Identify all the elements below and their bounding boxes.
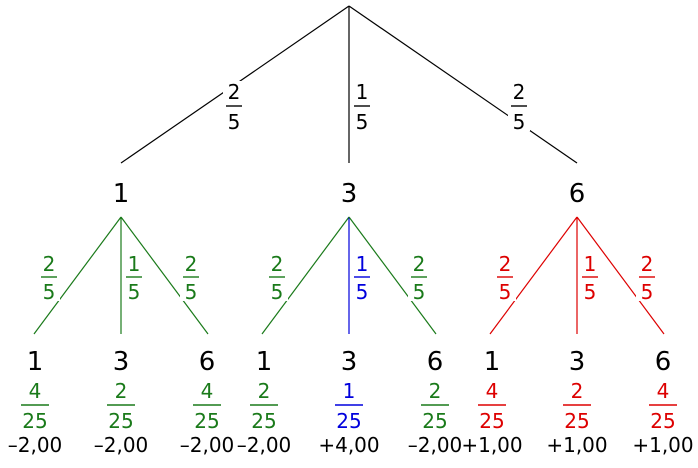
group3-branch-line-1 — [489, 216, 578, 335]
group1-leaf-value-3: 6 — [199, 347, 216, 377]
group2-branch-prob-1-denominator: 5 — [271, 280, 284, 304]
group2-branch-prob-3-denominator: 5 — [413, 280, 426, 304]
group3-leaf-value-1: 1 — [484, 347, 501, 377]
group3-branch-prob-2-numerator: 1 — [584, 252, 597, 276]
group2-branch-line-1 — [261, 216, 350, 335]
group2-leaf-result-2: +4,00 — [318, 433, 379, 457]
group2-leaf-prob-1-denominator: 25 — [251, 409, 276, 433]
group1-leaf-result-3: –2,00 — [180, 433, 235, 457]
group1-leaf-prob-2-denominator: 25 — [108, 409, 133, 433]
root-branch-prob-2-denominator: 5 — [356, 110, 369, 134]
group3-leaf-prob-2-denominator: 25 — [564, 409, 589, 433]
group3-leaf-value-3: 6 — [655, 347, 672, 377]
group1-branch-prob-3-denominator: 5 — [185, 280, 198, 304]
group3-leaf-prob-1-denominator: 25 — [479, 409, 504, 433]
group2-branch-prob-2-numerator: 1 — [356, 252, 369, 276]
group1-branch-prob-2-denominator: 5 — [128, 280, 141, 304]
group2-leaf-result-1: –2,00 — [237, 433, 292, 457]
group2-branch-prob-3-numerator: 2 — [413, 252, 426, 276]
group1-leaf-value-2: 3 — [113, 347, 130, 377]
group2-leaf-result-3: –2,00 — [408, 433, 463, 457]
group3-leaf-result-2: +1,00 — [546, 433, 607, 457]
group1-leaf-prob-1-denominator: 25 — [22, 409, 47, 433]
group1-branch-prob-3-numerator: 2 — [185, 252, 198, 276]
group1-leaf-result-1: –2,00 — [8, 433, 63, 457]
level1-node-3: 6 — [569, 179, 586, 209]
group3-leaf-result-1: +1,00 — [461, 433, 522, 457]
group2-leaf-value-2: 3 — [341, 347, 358, 377]
root-branch-prob-1-numerator: 2 — [228, 80, 241, 104]
root-branch-line-3 — [348, 5, 578, 164]
group2-branch-prob-1-numerator: 2 — [271, 252, 284, 276]
group1-leaf-prob-3-denominator: 25 — [194, 409, 219, 433]
group3-leaf-prob-3-numerator: 4 — [657, 379, 670, 403]
group3-leaf-value-2: 3 — [569, 347, 586, 377]
group2-leaf-prob-1-numerator: 2 — [258, 379, 271, 403]
group2-leaf-value-3: 6 — [427, 347, 444, 377]
group1-leaf-prob-3-numerator: 4 — [201, 379, 214, 403]
group3-branch-prob-3-numerator: 2 — [641, 252, 654, 276]
group3-leaf-prob-2-numerator: 2 — [571, 379, 584, 403]
group3-leaf-result-3: +1,00 — [632, 433, 693, 457]
root-branch-prob-3-numerator: 2 — [513, 80, 526, 104]
group3-branch-prob-1-denominator: 5 — [499, 280, 512, 304]
group2-leaf-prob-2-denominator: 25 — [336, 409, 361, 433]
group3-branch-line-3 — [576, 216, 665, 335]
group3-leaf-prob-3-denominator: 25 — [650, 409, 675, 433]
level1-node-2: 3 — [341, 179, 358, 209]
root-branch-prob-1-denominator: 5 — [228, 110, 241, 134]
group1-leaf-result-2: –2,00 — [94, 433, 149, 457]
group2-branch-line-3 — [348, 216, 437, 335]
root-branch-prob-2-numerator: 1 — [356, 80, 369, 104]
group1-branch-line-1 — [33, 216, 122, 335]
group1-leaf-prob-2-numerator: 2 — [115, 379, 128, 403]
group1-branch-prob-1-numerator: 2 — [43, 252, 56, 276]
group3-branch-prob-1-numerator: 2 — [499, 252, 512, 276]
group1-leaf-prob-1-numerator: 4 — [29, 379, 42, 403]
group3-branch-prob-2-denominator: 5 — [584, 280, 597, 304]
group2-leaf-prob-2-numerator: 1 — [343, 379, 356, 403]
group2-leaf-prob-3-numerator: 2 — [429, 379, 442, 403]
group2-leaf-prob-3-denominator: 25 — [422, 409, 447, 433]
group3-branch-prob-3-denominator: 5 — [641, 280, 654, 304]
group3-leaf-prob-1-numerator: 4 — [486, 379, 499, 403]
group1-leaf-value-1: 1 — [27, 347, 44, 377]
group2-branch-prob-2-denominator: 5 — [356, 280, 369, 304]
group2-leaf-value-1: 1 — [256, 347, 273, 377]
group1-branch-prob-2-numerator: 1 — [128, 252, 141, 276]
root-branch-prob-3-denominator: 5 — [513, 110, 526, 134]
level1-node-1: 1 — [113, 179, 130, 209]
group1-branch-line-3 — [120, 216, 209, 335]
group1-branch-prob-1-denominator: 5 — [43, 280, 56, 304]
